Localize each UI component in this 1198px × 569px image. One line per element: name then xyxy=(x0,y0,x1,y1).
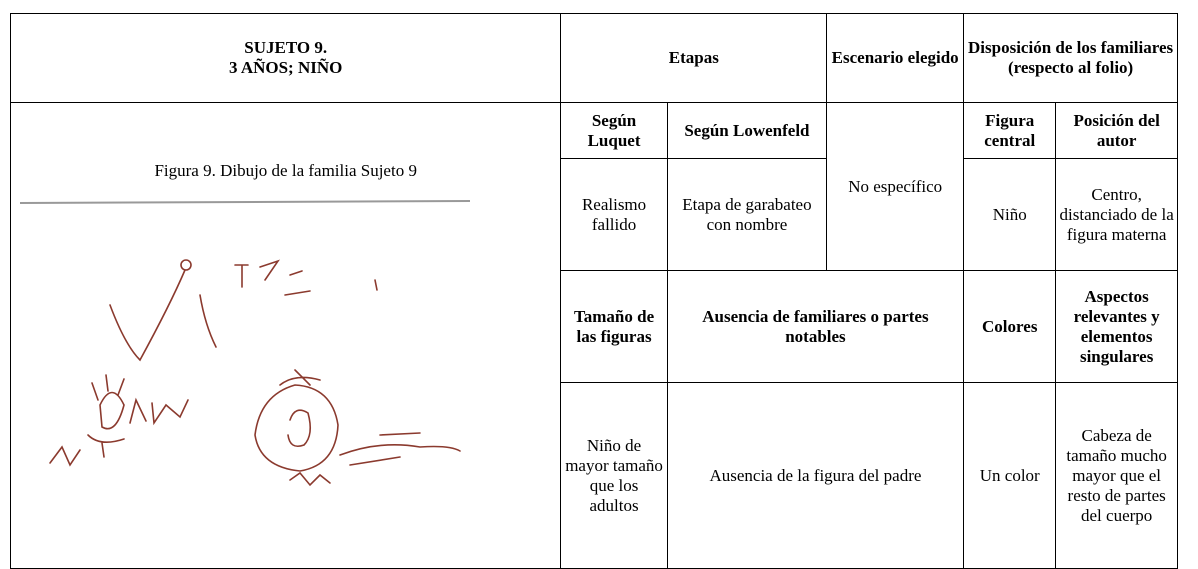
lowenfeld-header: Según Lowenfeld xyxy=(666,102,828,159)
figura-central-value: Niño xyxy=(963,158,1057,271)
subject-table: SUJETO 9. 3 AÑOS; NIÑO Etapas Escenario … xyxy=(9,13,1178,569)
ausencia-header: Ausencia de familiares o partes notables xyxy=(666,270,965,383)
header-row: SUJETO 9. 3 AÑOS; NIÑO Etapas Escenario … xyxy=(9,13,1178,103)
title-line2: 3 AÑOS; NIÑO xyxy=(229,58,343,77)
luquet-header: Según Luquet xyxy=(560,102,668,159)
title-line1: SUJETO 9. xyxy=(244,38,328,57)
tamano-header: Tamaño de las figuras xyxy=(560,270,668,383)
figure-caption: Figura 9. Dibujo de la familia Sujeto 9 xyxy=(154,160,417,180)
row2: Niño de mayor tamaño que los adultos Aus… xyxy=(11,382,1178,569)
figure-cell: Figura 9. Dibujo de la familia Sujeto 9 xyxy=(9,102,562,569)
page: SUJETO 9. 3 AÑOS; NIÑO Etapas Escenario … xyxy=(9,13,1178,569)
lowenfeld-value: Etapa de garabateo con nombre xyxy=(666,158,828,271)
figura-central-header: Figura central xyxy=(963,102,1057,159)
drawing-svg xyxy=(19,199,471,486)
etapas-header: Etapas xyxy=(560,13,828,103)
tamano-value: Niño de mayor tamaño que los adultos xyxy=(560,382,668,569)
colores-header: Colores xyxy=(963,270,1057,383)
aspectos-header: Aspectos relevantes y elementos singular… xyxy=(1055,270,1178,383)
drawing-top-edge xyxy=(19,199,471,204)
luquet-value: Realismo fallido xyxy=(560,158,668,271)
row1: Realismo fallido Etapa de garabateo con … xyxy=(11,158,1178,271)
posicion-autor-value: Centro, distanciado de la figura materna xyxy=(1055,158,1178,271)
escenario-header: Escenario elegido xyxy=(826,13,965,103)
subject-title: SUJETO 9. 3 AÑOS; NIÑO xyxy=(9,13,562,103)
colores-value: Un color xyxy=(963,382,1057,569)
posicion-autor-header: Posición del autor xyxy=(1055,102,1178,159)
disposicion-header: Disposición de los familiares (respecto … xyxy=(963,13,1178,103)
ausencia-value: Ausencia de la figura del padre xyxy=(666,382,965,569)
subheader-row2: Tamaño de las figuras Ausencia de famili… xyxy=(11,270,1178,383)
subheader-row: Figura 9. Dibujo de la familia Sujeto 9 xyxy=(9,102,1178,569)
family-drawing xyxy=(19,195,471,525)
escenario-value: No específico xyxy=(826,102,965,271)
aspectos-value: Cabeza de tamaño mucho mayor que el rest… xyxy=(1055,382,1178,569)
drawing-strokes xyxy=(49,258,461,486)
